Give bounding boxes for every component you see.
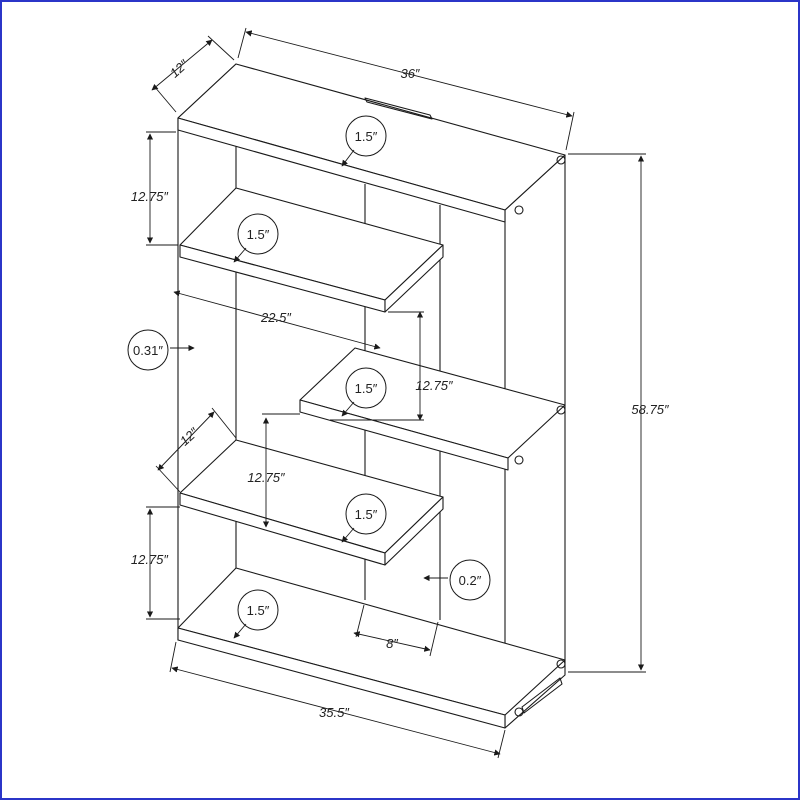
bottom-shelf: [177, 567, 566, 716]
callout-bottom-shelf: 1.5″: [233, 589, 279, 639]
dim-depth-mid: 12″: [177, 424, 201, 448]
shelf-middle-right-front: [299, 399, 509, 471]
top-shelf-front: [177, 117, 506, 223]
dim-total-height: 58.75″: [631, 402, 669, 417]
shelf-lower-left-side: [384, 496, 444, 566]
glass-connectors: [514, 155, 566, 717]
dim-shelf-thickness-3: 1.5″: [355, 381, 378, 396]
dim-divider-offset: 8″: [386, 636, 398, 651]
callout-upper-left-shelf: 1.5″: [233, 213, 279, 263]
callout-back-thickness: 0.2″: [449, 559, 491, 601]
dim-height-bottom-gap: 12.75″: [131, 552, 169, 567]
dimension-lines: [146, 27, 646, 759]
dim-width-top: 36″: [400, 66, 419, 81]
dim-height-mid-gap-left: 12.75″: [247, 470, 285, 485]
left-side-panel: [177, 63, 237, 641]
dim-shelf-thickness-1: 1.5″: [355, 129, 378, 144]
dim-shelf-thickness-4: 1.5″: [355, 507, 378, 522]
callout-lower-left-shelf: 1.5″: [341, 493, 387, 543]
dim-height-mid-gap-right: 12.75″: [415, 378, 453, 393]
dim-shelf-thickness-2: 1.5″: [247, 227, 270, 242]
dim-height-top-gap: 12.75″: [131, 189, 169, 204]
dim-back-thickness: 0.2″: [459, 573, 482, 588]
dim-width-bottom: 35.5″: [319, 705, 349, 720]
dim-side-thickness: 0.31″: [133, 343, 163, 358]
dim-shelf-thickness-5: 1.5″: [247, 603, 270, 618]
callout-top-shelf: 1.5″: [341, 115, 387, 167]
shelf-upper-left-side: [384, 244, 444, 313]
dim-shelf-length: 22.5″: [260, 310, 291, 325]
callout-side-thickness: 0.31″: [127, 329, 169, 371]
callouts: 1.5″ 1.5″ 1.5″ 1.5″ 1.5″ 0.31″ 0.2: [127, 115, 491, 639]
callout-middle-shelf: 1.5″: [341, 367, 387, 417]
